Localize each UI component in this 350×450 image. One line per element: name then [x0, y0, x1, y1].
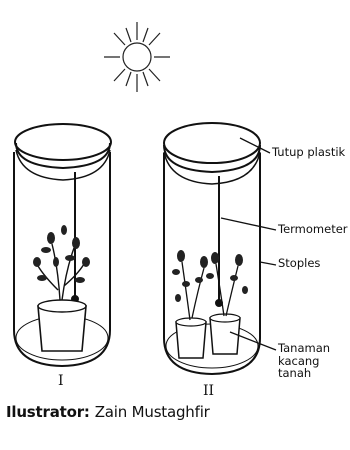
leader-thermometer — [221, 218, 276, 230]
label-plant-line: Tanaman — [278, 342, 330, 355]
label-plant-line: tanah — [278, 367, 330, 380]
label-thermometer: Termometer — [278, 223, 348, 236]
jar-number-two: II — [203, 384, 214, 399]
label-lid: Tutup plastik — [272, 146, 345, 159]
jar-one — [14, 124, 111, 366]
credit-name: Zain Mustaghfir — [95, 403, 210, 421]
jar-number-one: I — [58, 374, 64, 389]
sun-icon — [104, 22, 170, 92]
illustrator-credit: Ilustrator: Zain Mustaghfir — [6, 404, 210, 421]
label-jar: Stoples — [278, 257, 320, 270]
credit-prefix: Ilustrator: — [6, 403, 90, 421]
label-plant: Tanaman kacang tanah — [278, 342, 330, 380]
jar-two — [164, 123, 260, 374]
leader-jar — [260, 262, 276, 265]
